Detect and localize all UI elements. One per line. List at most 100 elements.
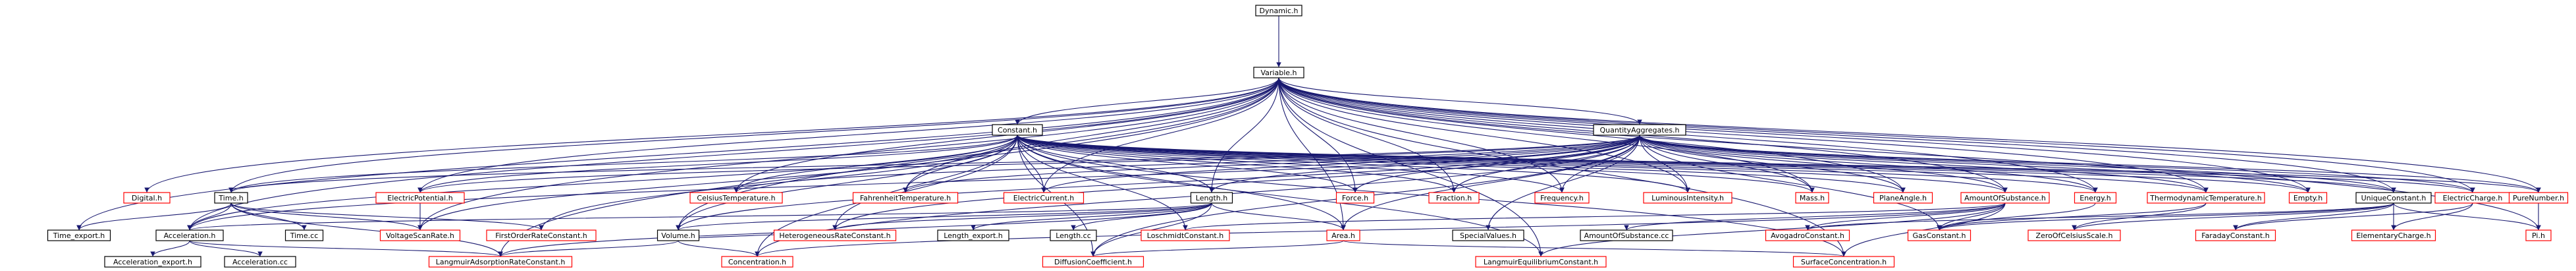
edge-qagg-to-acceleration: [187, 135, 1640, 231]
node-zerocelsius[interactable]: ZeroOfCelsiusScale.h: [2027, 229, 2121, 241]
edge-time-to-time_cc: [230, 202, 307, 231]
node-constant[interactable]: Constant.h: [992, 124, 1043, 136]
edge-variable-to-constant: [1015, 77, 1279, 125]
node-box: [2525, 229, 2552, 241]
node-avogadro[interactable]: AvogadroConstant.h: [1765, 229, 1850, 241]
node-fahrenheit[interactable]: FahrenheitTemperature.h: [852, 192, 959, 204]
node-elementary[interactable]: ElementaryCharge.h: [2351, 229, 2436, 241]
node-surfaceconc[interactable]: SurfaceConcentration.h: [1792, 256, 1895, 268]
node-box: [657, 229, 700, 241]
node-pi[interactable]: Pi.h: [2525, 229, 2552, 241]
node-concentration[interactable]: Concentration.h: [721, 256, 793, 268]
edge-constant-to-heterogeneous: [832, 135, 1018, 231]
edge-area-to-diffusion: [1090, 240, 1344, 257]
node-label: Energy.h: [2080, 194, 2110, 202]
node-uniqueconst[interactable]: UniqueConstant.h: [2355, 192, 2432, 204]
node-area[interactable]: Area.h: [1326, 229, 1360, 241]
edge-time-to-time_export: [76, 202, 232, 231]
edge-constant-to-uniqueconst: [1017, 135, 2396, 193]
edge-qagg-to-uniqueconst: [1639, 135, 2396, 193]
node-electricpotential[interactable]: ElectricPotential.h: [375, 192, 465, 204]
node-langmuir-eq[interactable]: LangmuirEquilibriumConstant.h: [1475, 256, 1607, 268]
node-energy[interactable]: Energy.h: [2074, 192, 2117, 204]
node-voltagescan[interactable]: VoltageScanRate.h: [379, 229, 461, 241]
node-box: [992, 124, 1043, 136]
node-amount-cc[interactable]: AmountOfSubstance.cc: [1580, 229, 1673, 241]
node-label: VoltageScanRate.h: [386, 231, 454, 240]
edge-constant-to-fraction: [1017, 135, 1457, 193]
node-loschmidt[interactable]: LoschmidtConstant.h: [1140, 229, 1230, 241]
node-acceleration[interactable]: Acceleration.h: [155, 229, 224, 241]
node-box: [1475, 256, 1607, 268]
node-label: QuantityAggregates.h: [1599, 126, 1679, 135]
edge-variable-to-empty: [1278, 77, 2311, 193]
node-specialvalues[interactable]: SpecialValues.h: [1452, 229, 1524, 241]
node-gasconstant[interactable]: GasConstant.h: [1907, 229, 1972, 241]
node-thermo[interactable]: ThermodynamicTemperature.h: [2147, 192, 2265, 204]
edge-length-to-heterogeneous: [832, 202, 1212, 231]
node-time-export[interactable]: Time_export.h: [47, 229, 111, 241]
node-heterogeneous[interactable]: HeterogeneousRateConstant.h: [773, 229, 897, 241]
node-mass[interactable]: Mass.h: [1795, 192, 1829, 204]
edge-amount-to-concentration: [755, 202, 2006, 257]
edge-variable-to-time: [228, 77, 1279, 193]
node-length[interactable]: Length.h: [1190, 192, 1233, 204]
node-langmuir-ads[interactable]: LangmuirAdsorptionRateConstant.h: [428, 256, 573, 268]
edge-qagg-to-gasconstant: [1639, 135, 1942, 231]
node-box: [2147, 192, 2265, 204]
node-faraday[interactable]: FaradayConstant.h: [2195, 229, 2276, 241]
node-box: [1452, 229, 1524, 241]
node-amount[interactable]: AmountOfSubstance.h: [1960, 192, 2050, 204]
node-electriccurrent[interactable]: ElectricCurrent.h: [1003, 192, 1085, 204]
edge-variable-to-thermo: [1278, 77, 2209, 193]
node-box: [1792, 256, 1895, 268]
node-volume[interactable]: Volume.h: [657, 229, 700, 241]
node-box: [1534, 192, 1590, 204]
node-box: [1580, 229, 1673, 241]
node-digital[interactable]: Digital.h: [123, 192, 171, 204]
node-label: AmountOfSubstance.cc: [1584, 231, 1669, 240]
node-electriccharge[interactable]: ElectricCharge.h: [2434, 192, 2511, 204]
node-variable[interactable]: Variable.h: [1253, 67, 1304, 78]
node-frequency[interactable]: Frequency.h: [1534, 192, 1590, 204]
edge-qagg-to-energy: [1639, 135, 2098, 193]
node-box: [1255, 5, 1302, 16]
node-time[interactable]: Time.h: [214, 192, 248, 204]
node-time-cc[interactable]: Time.cc: [284, 229, 324, 241]
node-fraction[interactable]: Fraction.h: [1428, 192, 1480, 204]
edge-qagg-to-empty: [1639, 135, 2311, 193]
node-label: Concentration.h: [728, 258, 786, 266]
node-firstorder[interactable]: FirstOrderRateConstant.h: [486, 229, 597, 241]
node-qagg[interactable]: QuantityAggregates.h: [1593, 124, 1686, 136]
node-empty[interactable]: Empty.h: [2288, 192, 2328, 204]
node-acceleration-cc[interactable]: Acceleration.cc: [224, 256, 296, 268]
node-luminous[interactable]: LuminousIntensity.h: [1643, 192, 1732, 204]
edge-variable-to-electriccurrent: [1041, 77, 1279, 193]
edge-constant-to-voltagescan: [417, 135, 1018, 231]
edge-qagg-to-electriccharge: [1639, 135, 2475, 193]
node-acceleration-export[interactable]: Acceleration_export.h: [104, 256, 201, 268]
node-force[interactable]: Force.h: [1335, 192, 1375, 204]
node-purenumber[interactable]: PureNumber.h: [2508, 192, 2569, 204]
node-box: [2508, 192, 2569, 204]
edge-constant-to-volume: [676, 135, 1018, 231]
edge-length-to-length_export: [971, 202, 1212, 231]
node-planeangle[interactable]: PlaneAngle.h: [1873, 192, 1933, 204]
node-box: [1795, 192, 1829, 204]
edge-amount-to-amount_cc: [1624, 202, 2006, 231]
node-label: LuminousIntensity.h: [1651, 194, 1724, 202]
node-length-cc[interactable]: Length.cc: [1050, 229, 1097, 241]
node-celsius[interactable]: CelsiusTemperature.h: [689, 192, 783, 204]
node-label: HeterogeneousRateConstant.h: [779, 231, 890, 240]
node-length-export[interactable]: Length_export.h: [937, 229, 1009, 241]
node-label: Variable.h: [1260, 69, 1297, 77]
node-label: Mass.h: [1800, 194, 1825, 202]
node-box: [2195, 229, 2276, 241]
node-box: [1873, 192, 1933, 204]
node-box: [689, 192, 783, 204]
node-diffusion[interactable]: DiffusionCoefficient.h: [1042, 256, 1144, 268]
node-dynamic: Dynamic.h: [1255, 5, 1302, 16]
edge-uniqueconst-to-gasconstant: [1937, 202, 2394, 231]
edge-acceleration-to-langmuir_ads: [189, 240, 503, 257]
node-label: FaradayConstant.h: [2201, 231, 2270, 240]
